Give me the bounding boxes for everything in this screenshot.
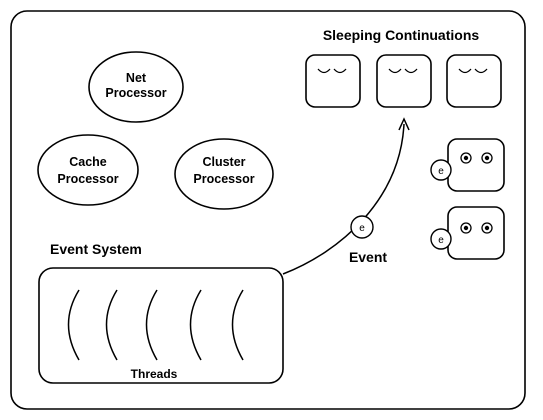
event-token-icon: [430, 159, 452, 181]
event-token-icon: [350, 215, 374, 239]
net-processor-label-2: Processor: [105, 86, 166, 100]
sleeping-eyes-icon: [317, 68, 347, 74]
event-label: Event: [349, 249, 387, 265]
active-continuation-2: e: [430, 206, 505, 260]
sleeping-continuation-2: [376, 54, 432, 108]
sleeping-continuation-box: [376, 54, 432, 108]
active-continuation-box: [447, 138, 505, 192]
cluster-processor: Cluster Processor: [174, 138, 274, 210]
event-token: e: [350, 215, 374, 239]
active-continuation-box: [447, 206, 505, 260]
sleeping-eyes-icon: [458, 68, 488, 74]
thread-arc: [189, 289, 202, 361]
cache-processor-label-2: Processor: [57, 172, 118, 186]
outer-frame: [10, 10, 526, 410]
thread-arc: [67, 289, 80, 361]
event-token-glyph: e: [359, 223, 365, 234]
sleeping-continuation-1: [305, 54, 361, 108]
sleeping-continuation-3: [446, 54, 502, 108]
cluster-processor-label-2: Processor: [193, 172, 254, 186]
cache-processor-ellipse: [37, 134, 139, 206]
awake-eyes-icon: [460, 222, 493, 234]
thread-arc: [231, 289, 244, 361]
sleeping-continuation-box: [446, 54, 502, 108]
event-token-icon: [430, 228, 452, 250]
net-processor: Net Processor: [88, 51, 184, 123]
thread-arc: [105, 289, 118, 361]
cache-processor-label-1: Cache: [69, 155, 107, 169]
net-processor-ellipse: [88, 51, 184, 123]
event-system-box: [38, 267, 284, 384]
awake-eyes-icon: [460, 152, 493, 164]
active-continuation-1: e: [430, 138, 505, 192]
cluster-processor-ellipse: [174, 138, 274, 210]
event-arrowhead: [398, 117, 410, 131]
sleeping-continuations-title: Sleeping Continuations: [323, 27, 480, 43]
cache-processor: Cache Processor: [37, 134, 139, 206]
event-token-glyph: e: [438, 235, 444, 246]
event-token-glyph: e: [438, 166, 444, 177]
thread-arc: [145, 289, 158, 361]
sleeping-eyes-icon: [388, 68, 418, 74]
cluster-processor-label-1: Cluster: [202, 155, 245, 169]
threads-label: Threads: [131, 367, 178, 381]
sleeping-continuation-box: [305, 54, 361, 108]
event-system-title: Event System: [50, 241, 142, 257]
net-processor-label-1: Net: [126, 71, 147, 85]
